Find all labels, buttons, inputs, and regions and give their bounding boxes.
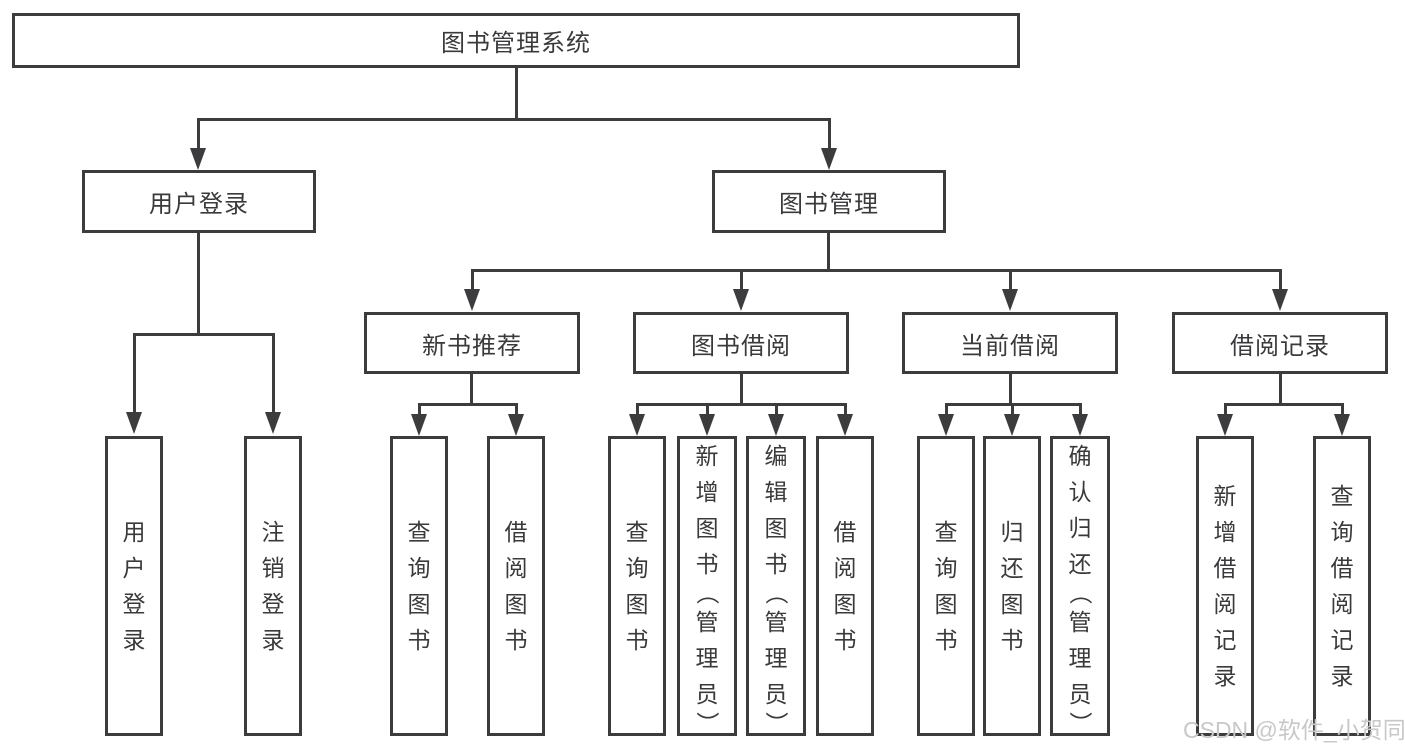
node-label: 图书管理 — [779, 191, 879, 218]
arrow-down-icon — [1334, 414, 1350, 436]
connector-line — [197, 231, 200, 335]
connector-line — [133, 333, 136, 414]
arrow-down-icon — [411, 414, 427, 436]
leaf-label: 查询图书 — [407, 519, 431, 653]
arrow-down-icon — [265, 412, 281, 434]
arrow-down-icon — [733, 289, 749, 311]
connector-line — [1011, 403, 1014, 415]
connector-line — [471, 269, 474, 291]
leaf-add-borrow-record: 新增借阅记录 — [1196, 436, 1254, 736]
node-user-login: 用户登录 — [82, 170, 316, 233]
arrow-down-icon — [126, 412, 142, 434]
leaf-query-borrow-record: 查询借阅记录 — [1313, 436, 1371, 736]
node-book-management: 图书管理 — [712, 170, 946, 233]
connector-line — [740, 372, 743, 405]
connector-line — [1009, 372, 1012, 405]
connector-line — [470, 372, 473, 405]
connector-line — [1224, 403, 1343, 406]
arrow-down-icon — [938, 414, 954, 436]
connector-line — [272, 333, 275, 414]
connector-line — [133, 333, 275, 336]
arrow-down-icon — [1004, 414, 1020, 436]
leaf-query-books-newbook: 查询图书 — [390, 436, 448, 736]
connector-line — [1279, 372, 1282, 405]
node-new-book-recommend: 新书推荐 — [364, 312, 580, 374]
connector-line — [418, 403, 421, 415]
connector-line — [827, 231, 830, 271]
arrow-down-icon — [464, 289, 480, 311]
connector-line — [1279, 269, 1282, 291]
node-label: 图书管理系统 — [441, 30, 591, 57]
node-borrow-records: 借阅记录 — [1172, 312, 1388, 374]
leaf-label: 用户登录 — [122, 519, 146, 653]
arrow-down-icon — [1002, 289, 1018, 311]
leaf-query-books-current: 查询图书 — [917, 436, 975, 736]
leaf-label: 查询借阅记录 — [1330, 483, 1354, 689]
leaf-user-login: 用户登录 — [105, 436, 163, 736]
connector-line — [515, 403, 518, 415]
arrow-down-icon — [699, 414, 715, 436]
node-label: 借阅记录 — [1230, 332, 1330, 360]
arrow-down-icon — [508, 414, 524, 436]
connector-line — [828, 118, 831, 151]
leaf-label: 查询图书 — [625, 519, 649, 653]
leaf-label: 编辑图书（管理员） — [763, 443, 789, 735]
leaf-label: 查询图书 — [934, 519, 958, 653]
connector-line — [418, 403, 518, 406]
node-book-borrow: 图书借阅 — [633, 312, 849, 374]
connector-line — [1079, 403, 1082, 415]
arrow-down-icon — [1217, 414, 1233, 436]
connector-line — [1009, 269, 1012, 291]
connector-line — [844, 403, 847, 415]
node-label: 新书推荐 — [422, 332, 522, 360]
leaf-label: 注销登录 — [261, 519, 285, 653]
connector-line — [471, 269, 1282, 272]
csdn-watermark: CSDN @软件_小贺同学 — [1183, 717, 1405, 743]
leaf-borrow-books-newbook: 借阅图书 — [487, 436, 545, 736]
connector-line — [197, 118, 831, 121]
node-library-management-system: 图书管理系统 — [12, 13, 1020, 68]
node-label: 当前借阅 — [960, 332, 1060, 360]
leaf-label: 新增图书（管理员） — [694, 443, 720, 735]
arrow-down-icon — [1272, 289, 1288, 311]
leaf-label: 确认归还（管理员） — [1067, 443, 1093, 735]
connector-line — [1341, 403, 1344, 415]
leaf-return-books: 归还图书 — [983, 436, 1041, 736]
connector-line — [636, 403, 847, 406]
leaf-label: 归还图书 — [1000, 519, 1024, 653]
connector-line — [197, 118, 200, 151]
leaf-confirm-return-admin: 确认归还（管理员） — [1050, 436, 1110, 736]
node-current-borrow: 当前借阅 — [902, 312, 1118, 374]
arrow-down-icon — [190, 148, 206, 170]
leaf-query-books-borrow: 查询图书 — [608, 436, 666, 736]
node-label: 用户登录 — [149, 191, 249, 218]
leaf-label: 借阅图书 — [833, 519, 857, 653]
connector-line — [706, 403, 709, 415]
connector-line — [1224, 403, 1227, 415]
connector-line — [740, 269, 743, 291]
connector-line — [636, 403, 639, 415]
leaf-label: 借阅图书 — [504, 519, 528, 653]
connector-line — [945, 403, 948, 415]
connector-line — [515, 66, 518, 120]
leaf-label: 新增借阅记录 — [1213, 483, 1237, 689]
leaf-borrow-books: 借阅图书 — [816, 436, 874, 736]
arrow-down-icon — [768, 414, 784, 436]
leaf-edit-books-admin: 编辑图书（管理员） — [746, 436, 806, 736]
arrow-down-icon — [629, 414, 645, 436]
arrow-down-icon — [1072, 414, 1088, 436]
leaf-logout: 注销登录 — [244, 436, 302, 736]
node-label: 图书借阅 — [691, 332, 791, 360]
arrow-down-icon — [821, 148, 837, 170]
leaf-add-books-admin: 新增图书（管理员） — [677, 436, 737, 736]
arrow-down-icon — [837, 414, 853, 436]
connector-line — [775, 403, 778, 415]
